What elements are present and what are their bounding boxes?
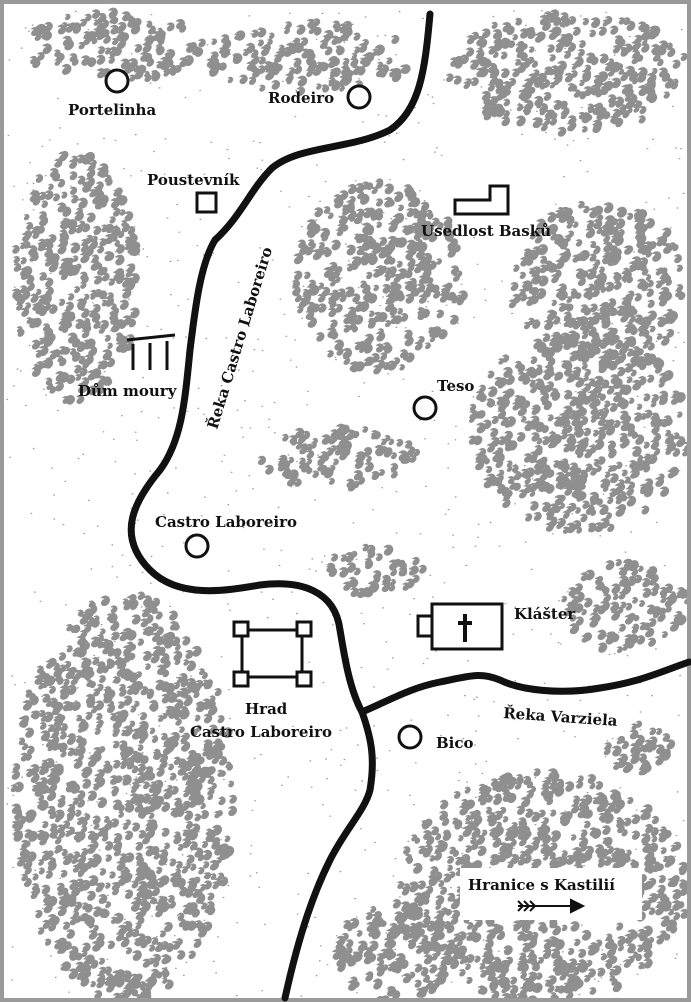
label-border: Hranice s Kastilií xyxy=(468,876,615,894)
label-dum-moury: Dům moury xyxy=(78,382,178,400)
label-hrad-line2: Castro Laboreiro xyxy=(190,723,332,741)
square-icon xyxy=(195,191,218,214)
label-portelinha: Portelinha xyxy=(68,101,156,119)
church-cross-icon xyxy=(416,602,504,651)
portelinha-icon xyxy=(104,68,130,94)
label-teso: Teso xyxy=(437,377,474,395)
castro-laboreiro-icon xyxy=(184,533,210,559)
river-castro-laboreiro xyxy=(127,10,434,1002)
building-outline-icon xyxy=(453,184,510,216)
rodeiro-icon xyxy=(346,84,372,110)
label-hrad-line1: Hrad xyxy=(245,700,288,718)
river-varziela xyxy=(358,658,691,716)
label-klaster: Klášter xyxy=(514,605,576,623)
label-poustevnik: Poustevník xyxy=(147,171,240,189)
bico-icon xyxy=(397,724,423,750)
label-bico: Bico xyxy=(436,734,474,752)
ruin-columns-icon xyxy=(126,333,176,370)
label-usedlost-basku: Usedlost Basků xyxy=(421,222,551,240)
forest-layer xyxy=(10,7,687,998)
forest-texture xyxy=(10,7,687,998)
arrow-right-icon xyxy=(517,898,586,914)
border-box: Hranice s Kastilií xyxy=(460,868,642,920)
castle-fort-icon xyxy=(232,620,313,688)
label-castro-laboreiro: Castro Laboreiro xyxy=(155,513,297,531)
label-rodeiro: Rodeiro xyxy=(268,89,334,107)
teso-icon xyxy=(412,395,438,421)
